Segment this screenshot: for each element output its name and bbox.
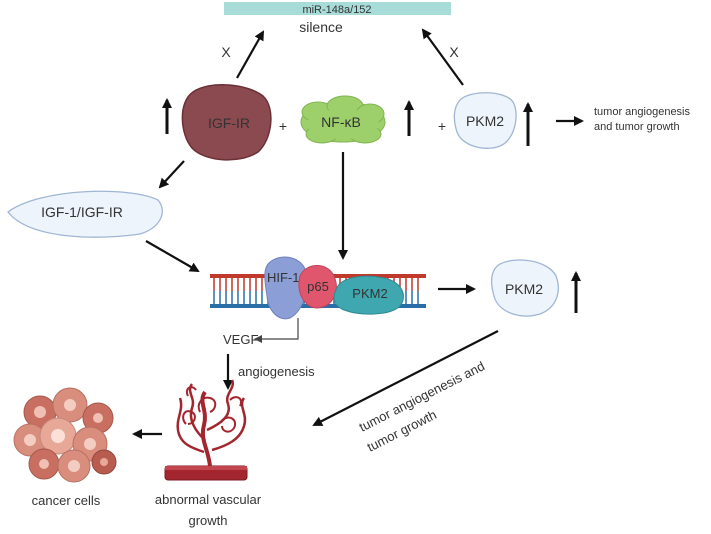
vegf-label: VEGF	[223, 332, 258, 347]
igf-ir-shape	[181, 84, 272, 161]
arrow-igf-ir-to-complex	[158, 160, 185, 189]
mirna-bar	[224, 2, 451, 15]
arrow-pkm2-to-vessels	[312, 330, 499, 426]
cancer-cells-label: cancer cells	[32, 493, 101, 508]
pkm2-dna-label: PKM2	[352, 286, 387, 301]
hif1a-label: HIF-1α	[267, 270, 308, 285]
outcome-top-line1: tumor angiogenesis	[594, 106, 691, 118]
arrow-pkm2-to-silence	[421, 28, 464, 86]
block-x-right: X	[449, 44, 459, 60]
hif1a-protein	[264, 256, 308, 320]
silence-label: silence	[299, 19, 343, 35]
mirna-label: miR-148a/152	[302, 4, 371, 16]
block-x-left: X	[221, 44, 231, 60]
igf1-igf-ir-shape	[7, 190, 163, 238]
plus-1: +	[279, 118, 287, 134]
angiogenesis-label: angiogenesis	[238, 364, 315, 379]
arrow-complex-to-dna	[145, 240, 200, 272]
igf-ir-label: IGF-IR	[208, 115, 250, 131]
nfkb-shape	[300, 95, 386, 144]
pkm2-top-label: PKM2	[466, 113, 504, 129]
pkm2-dna-protein	[333, 275, 404, 315]
abnormal-vessel-illustration	[164, 379, 248, 481]
pkm2-right-label: PKM2	[505, 281, 543, 297]
nfkb-label: NF-κB	[321, 114, 361, 130]
vascular-label-2: growth	[188, 513, 227, 528]
outcome-top-line2: and tumor growth	[594, 121, 680, 133]
pkm2-right-shape	[490, 259, 559, 317]
p65-label: p65	[307, 279, 329, 294]
cancer-cells-illustration	[13, 387, 117, 483]
arrow-igf-to-silence	[236, 30, 264, 79]
igf1-igf-ir-label: IGF-1/IGF-IR	[41, 204, 123, 220]
vascular-label-1: abnormal vascular	[155, 492, 262, 507]
pkm2-top-shape	[453, 92, 517, 149]
plus-2: +	[438, 118, 446, 134]
vegf-transcription-arrow	[254, 318, 299, 343]
